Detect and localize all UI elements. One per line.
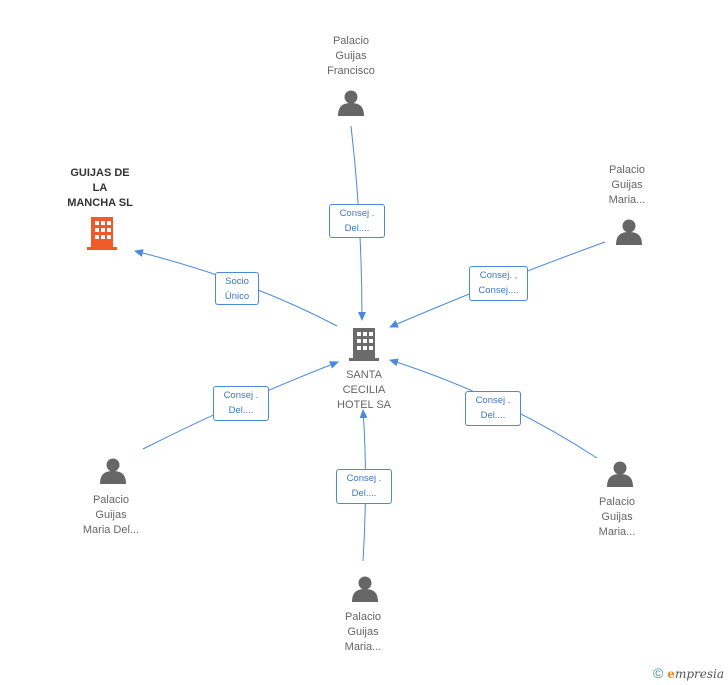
person-label-maria-bottom[interactable]: Palacio Guijas Maria...	[344, 611, 382, 653]
person-label-maria-del-left[interactable]: Palacio Guijas Maria Del...	[82, 494, 140, 536]
copyright-symbol: ©	[652, 665, 664, 681]
edge-label-maria-topright: Consej. , Consej....	[469, 266, 528, 301]
person-label-maria-topright[interactable]: Palacio Guijas Maria...	[608, 164, 646, 206]
person-icon-maria-bottomright[interactable]	[607, 461, 633, 488]
person-label-francisco[interactable]: Palacio Guijas Francisco	[327, 35, 375, 77]
owner-company-label[interactable]: GUIJAS DE LA MANCHA SL	[67, 167, 133, 209]
edge-label-maria-del-left: Consej . Del....	[213, 386, 269, 421]
center-company-label[interactable]: SANTA CECILIA HOTEL SA	[337, 369, 391, 411]
brand-logo: empresia	[667, 667, 724, 681]
edge-label-socio-unico: Socio Único	[215, 272, 259, 305]
person-icon-maria-bottom[interactable]	[352, 576, 378, 603]
empresia-watermark: ©empresia	[653, 665, 724, 681]
person-label-maria-bottomright[interactable]: Palacio Guijas Maria...	[598, 496, 636, 538]
person-icon-maria-topright[interactable]	[616, 219, 642, 246]
edge-label-francisco: Consej . Del....	[329, 204, 385, 238]
person-icon-francisco[interactable]	[338, 90, 364, 117]
center-building-icon[interactable]	[349, 328, 379, 361]
owner-building-icon[interactable]	[87, 217, 117, 250]
edge-label-maria-bottom: Consej . Del....	[336, 469, 392, 504]
edge-label-maria-bottomright: Consej . Del....	[465, 391, 521, 426]
person-icon-maria-del-left[interactable]	[100, 458, 126, 485]
